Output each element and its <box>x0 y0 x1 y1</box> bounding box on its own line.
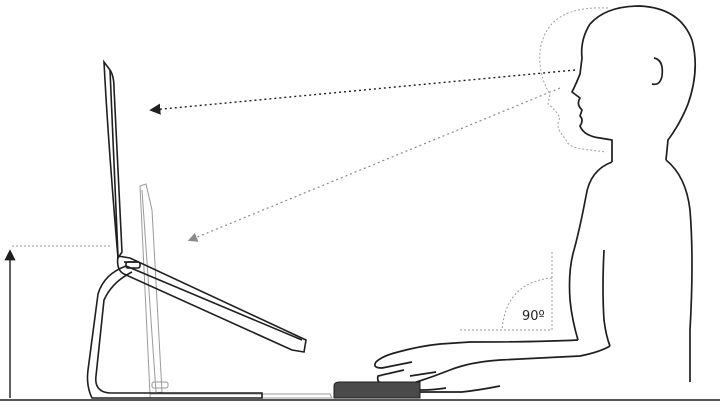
keyboard-pad <box>333 381 421 399</box>
angle-label: 90º <box>522 309 545 324</box>
ghost-head-outline <box>539 7 609 153</box>
person-figure <box>374 5 697 393</box>
ghost-laptop <box>139 183 333 399</box>
laptop-stand <box>86 265 303 399</box>
sight-line-top <box>149 69 576 115</box>
laptop-raised <box>103 59 307 353</box>
sight-line-low <box>187 87 561 242</box>
elbow-angle-indicator: 90º <box>460 252 553 331</box>
